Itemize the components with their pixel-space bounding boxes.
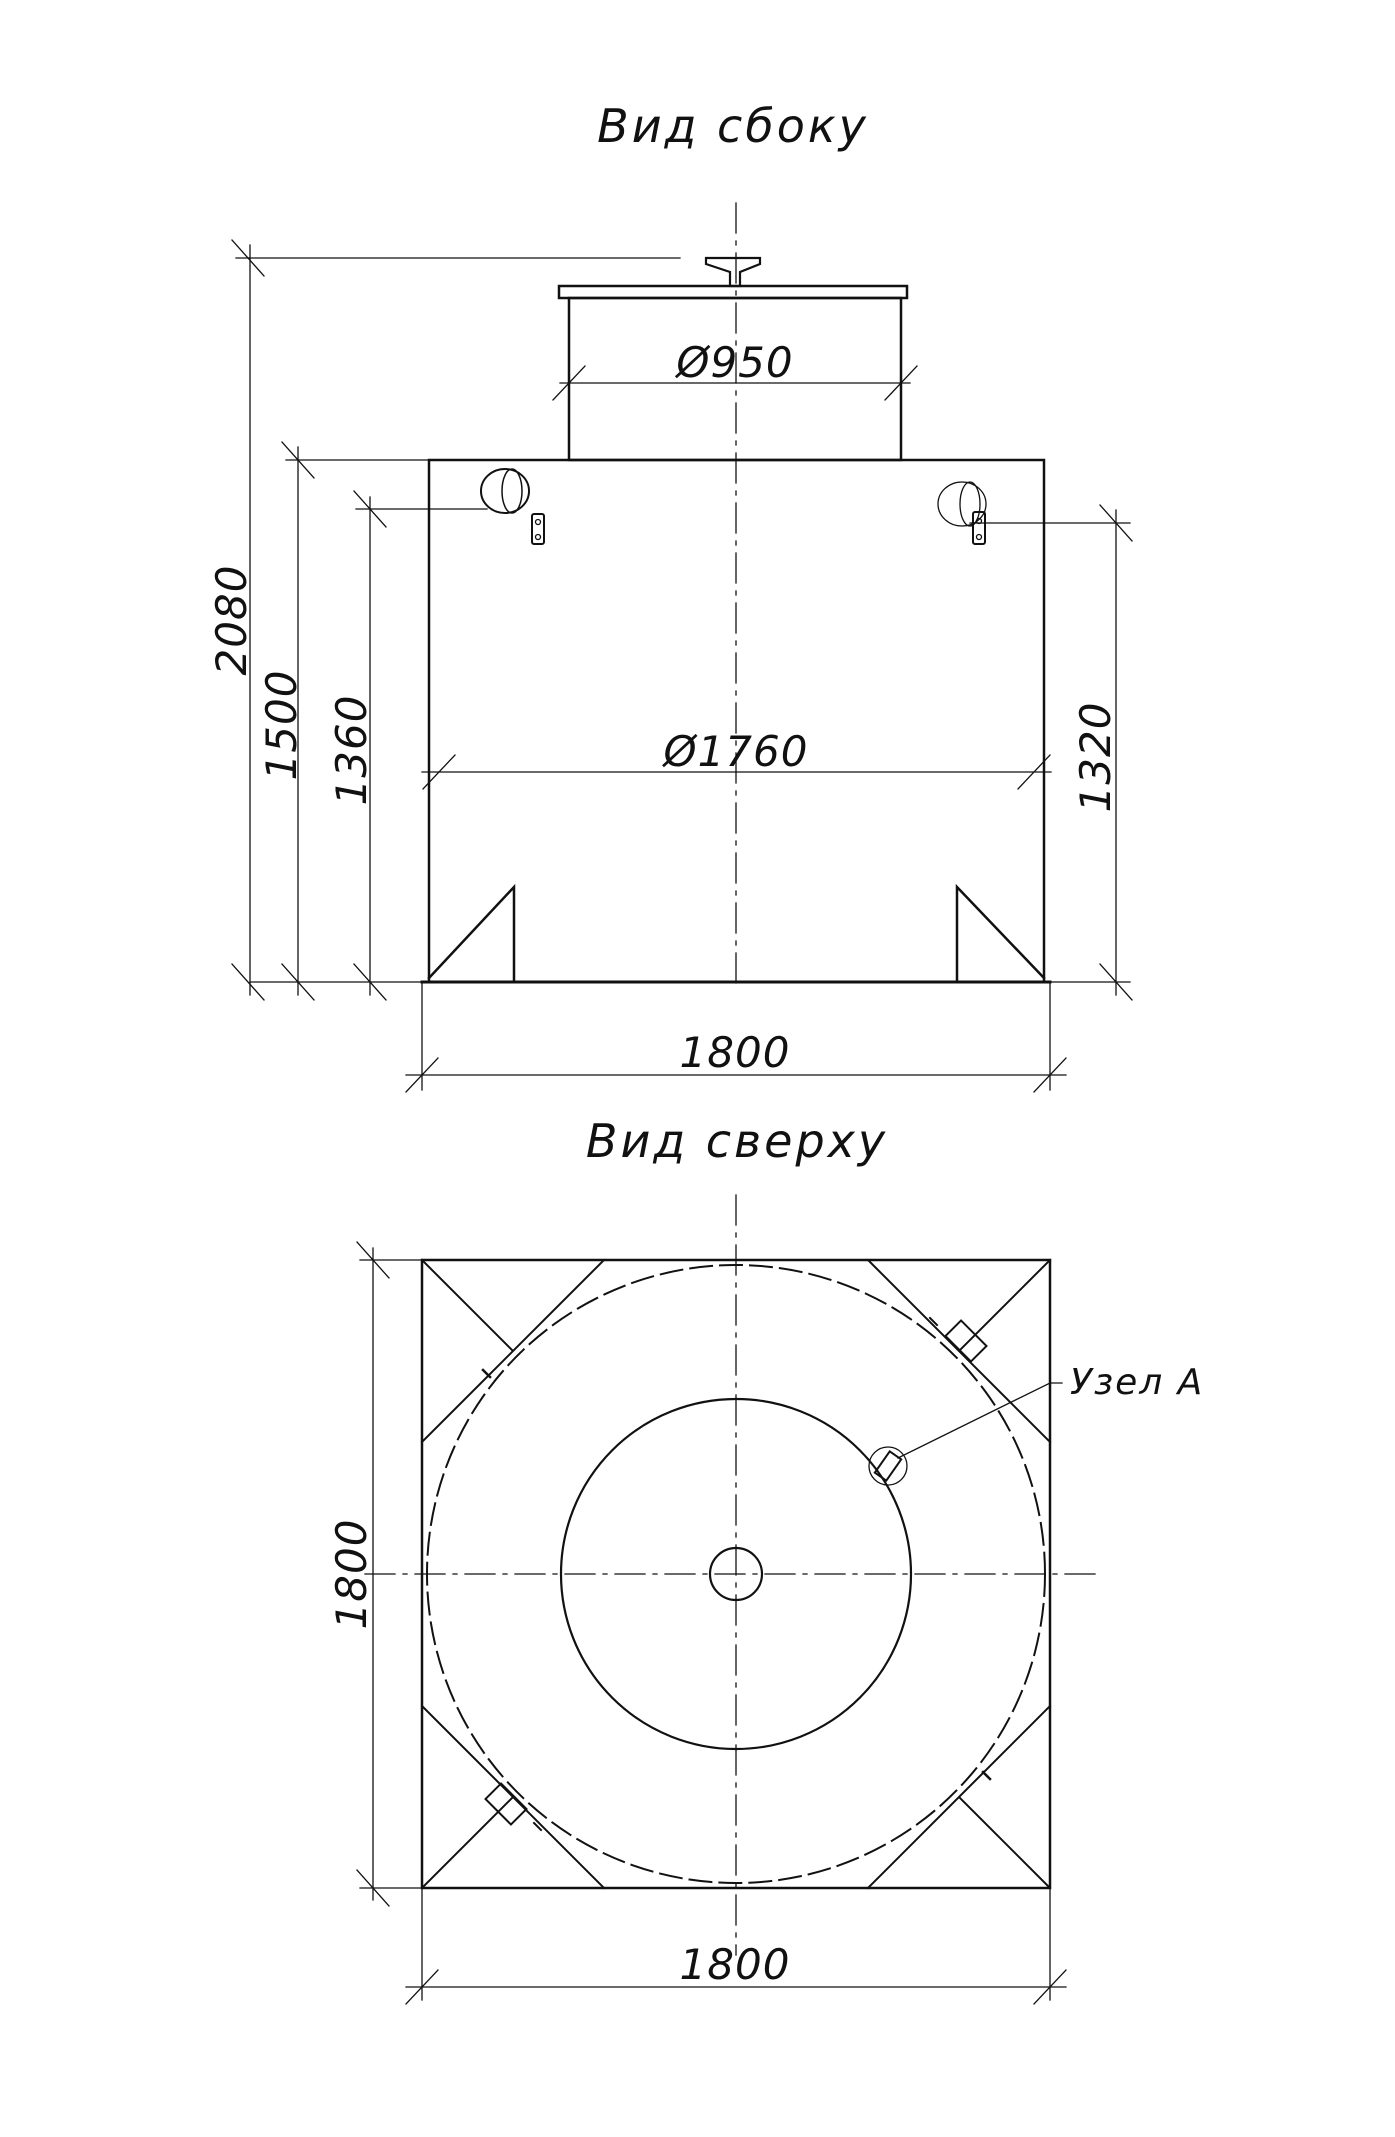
- dim-neck-diameter-label: Ø950: [676, 338, 794, 387]
- right-gusset: [955, 883, 1046, 984]
- dim-neck-diameter: [552, 365, 918, 401]
- dim-base-width: [405, 981, 1067, 1093]
- tick-nw: [481, 1368, 492, 1379]
- left-pipe: [480, 468, 545, 545]
- side-view: [231, 202, 1133, 1093]
- dim-body-height-label: 1500: [257, 669, 306, 781]
- dim-top-side-length: [356, 1241, 423, 1907]
- dim-top-width-label: 1800: [679, 1940, 791, 1989]
- tick-se: [981, 1770, 992, 1781]
- top-pipe-stub-ne: [928, 1316, 988, 1363]
- side-view-title: Вид сбоку: [597, 99, 869, 153]
- dim-top-side-length-label: 1800: [327, 1518, 376, 1630]
- dim-body-height: [281, 441, 430, 1001]
- node-a-label: Узел А: [1070, 1362, 1205, 1403]
- right-pipe: [937, 481, 987, 545]
- dim-right-pipe-height-label: 1320: [1071, 701, 1120, 813]
- node-a-marker: [868, 1446, 908, 1486]
- dim-overall-height-label: 2080: [207, 564, 256, 676]
- lid-handle: [704, 256, 762, 288]
- left-gusset: [427, 883, 516, 984]
- neck-circle: [559, 1397, 913, 1751]
- dim-left-pipe-height: [353, 490, 488, 1001]
- dim-right-pipe-height: [969, 504, 1133, 1001]
- node-a-leader: [897, 1382, 1063, 1459]
- handle-circle: [708, 1546, 764, 1602]
- tank-lid: [557, 284, 909, 300]
- top-view: [356, 1194, 1103, 2005]
- dim-left-pipe-height-label: 1360: [327, 694, 376, 806]
- dim-body-diameter: [421, 754, 1052, 790]
- dim-body-diameter-label: Ø1760: [663, 727, 809, 776]
- top-view-title: Вид сверху: [585, 1114, 889, 1168]
- dim-top-width: [405, 1887, 1067, 2005]
- dim-overall-height: [231, 239, 681, 1001]
- top-pipe-stub-sw: [484, 1782, 543, 1832]
- dim-base-width-label: 1800: [679, 1028, 791, 1077]
- body-outline-dashed: [426, 1264, 1046, 1884]
